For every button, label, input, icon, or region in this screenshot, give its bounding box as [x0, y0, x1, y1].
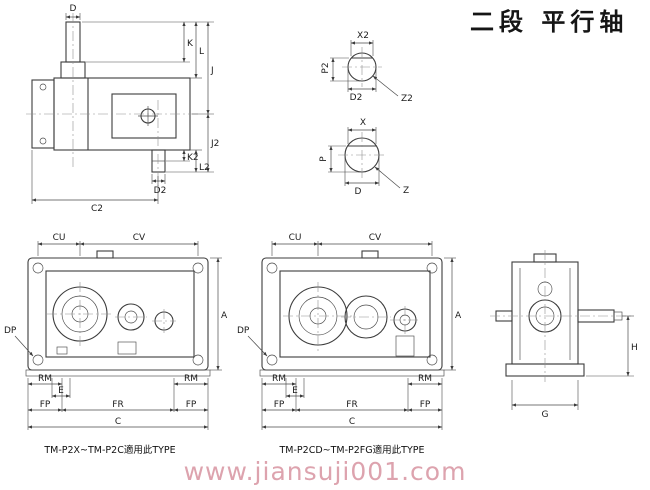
- output-shaft-section: X2 P2 D2 Z2: [321, 31, 413, 104]
- dim-label-rm-right: RM: [418, 374, 432, 384]
- front-view-b-caption: TM-P2CD~TM-P2FG適用此TYPE: [279, 444, 425, 456]
- dim-label-fr: FR: [112, 400, 123, 410]
- side-view-dimensions: D K L J J2 K2 L2 D2: [31, 4, 219, 214]
- front-view-b: CU CV A DP RM RM E FP FR FP: [237, 233, 462, 456]
- front-view-a-caption: TM-P2X~TM-P2C適用此TYPE: [43, 444, 175, 456]
- dim-label-fp-right: FP: [420, 400, 431, 410]
- dim-label-a: A: [221, 311, 228, 321]
- dim-label-c: C: [115, 417, 121, 427]
- end-view-dimensions: G H: [511, 315, 638, 420]
- dim-label-g: G: [542, 410, 549, 420]
- front-view-b-dimensions: CU CV A DP RM RM E FP FR FP: [237, 233, 462, 430]
- end-view-centerlines: [490, 250, 634, 382]
- dim-label-k2: K2: [187, 153, 199, 163]
- dim-label-e: E: [58, 386, 64, 396]
- dim-label-fr: FR: [346, 400, 357, 410]
- shaft-end-views: X2 P2 D2 Z2 X P: [319, 31, 413, 197]
- side-view-centerlines: [26, 13, 198, 186]
- dim-label-cu: CU: [289, 233, 302, 243]
- dim-label-p2: P2: [321, 62, 331, 73]
- dim-label-fp-left: FP: [274, 400, 285, 410]
- dim-label-d: D: [70, 4, 77, 14]
- dim-label-d-section: D: [355, 187, 362, 197]
- dim-label-d2: D2: [154, 186, 167, 196]
- dim-label-dp: DP: [4, 326, 17, 336]
- dim-label-l: L: [199, 47, 204, 57]
- front-view-a-centerlines: [47, 282, 176, 347]
- dim-label-rm-left: RM: [38, 374, 52, 384]
- side-view-linework: [31, 21, 191, 173]
- dim-label-a: A: [455, 311, 462, 321]
- dim-label-x: X: [360, 118, 366, 128]
- watermark-text: www.jiansuji001.com: [184, 457, 467, 486]
- dim-label-z: Z: [403, 186, 409, 196]
- dim-label-j2: J2: [210, 139, 219, 149]
- front-view-b-linework: [259, 250, 445, 377]
- dim-label-l2: L2: [199, 163, 210, 173]
- side-view: D K L J J2 K2 L2 D2: [26, 4, 219, 214]
- dim-label-fp-right: FP: [186, 400, 197, 410]
- dim-label-c2: C2: [91, 204, 103, 214]
- page-title: 二段 平行轴: [470, 8, 628, 36]
- dim-label-k: K: [187, 39, 194, 49]
- front-view-a-linework: [25, 250, 211, 377]
- end-view-linework: [495, 253, 623, 377]
- dim-label-rm-right: RM: [184, 374, 198, 384]
- front-view-a: CU CV A DP RM RM E FP FR FP: [4, 233, 228, 456]
- dim-label-rm-left: RM: [272, 374, 286, 384]
- dim-label-dp: DP: [237, 326, 250, 336]
- dim-label-h: H: [631, 343, 638, 353]
- dim-label-c: C: [349, 417, 355, 427]
- dim-label-p: P: [319, 156, 329, 162]
- dim-label-e: E: [292, 386, 298, 396]
- dim-label-j: J: [210, 66, 214, 76]
- end-view: G H: [490, 250, 638, 420]
- input-shaft-section: X P D Z: [319, 118, 409, 197]
- front-view-a-dimensions: CU CV A DP RM RM E FP FR FP: [4, 233, 228, 430]
- dim-label-cv: CV: [369, 233, 382, 243]
- front-view-b-centerlines: [283, 282, 420, 351]
- dim-label-x2: X2: [357, 31, 369, 41]
- dim-label-d2-section: D2: [350, 93, 363, 103]
- dim-label-fp-left: FP: [40, 400, 51, 410]
- dim-label-z2: Z2: [401, 94, 413, 104]
- dim-label-cv: CV: [133, 233, 146, 243]
- dim-label-cu: CU: [53, 233, 66, 243]
